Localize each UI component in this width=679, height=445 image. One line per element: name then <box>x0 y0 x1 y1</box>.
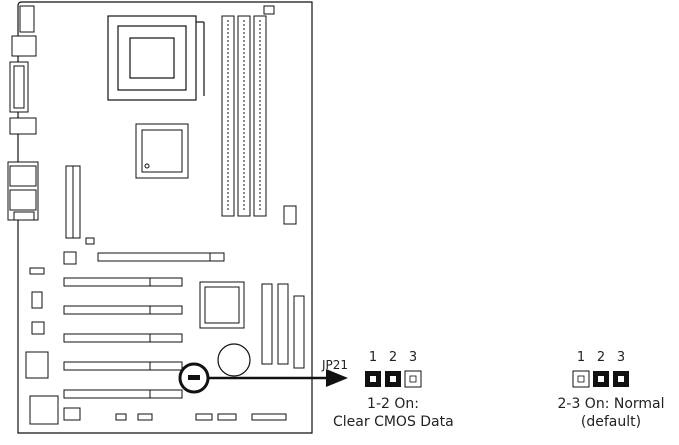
pin-3-label: 3 <box>408 350 418 365</box>
pin-2-label: 2 <box>388 350 398 365</box>
jumper-setting-2-3 <box>572 370 629 388</box>
jumper-id-label: JP21 <box>322 358 349 372</box>
setting-2-3-description: (default) <box>580 414 642 430</box>
agp-slot <box>97 252 225 262</box>
rear-io-connectors <box>7 5 39 221</box>
setting-2-3-title: 2-3 On: Normal <box>557 396 665 412</box>
setting-1-2-description: Clear CMOS Data <box>333 414 454 430</box>
pointer-arrow <box>208 369 348 387</box>
pci-slots <box>63 277 183 399</box>
cpu-socket <box>107 15 205 101</box>
jp21-location <box>188 375 200 380</box>
atx-power-connector <box>65 165 95 245</box>
pin-1-label-right: 1 <box>576 350 586 365</box>
southbridge-chip <box>199 281 245 329</box>
jumper-setting-1-2 <box>365 370 422 388</box>
motherboard-outline <box>17 1 313 434</box>
cmos-battery <box>217 343 251 377</box>
pin-1-label: 1 <box>368 350 378 365</box>
ide-connectors <box>261 283 305 369</box>
setting-1-2-title: 1-2 On: <box>367 396 419 412</box>
misc-headers <box>25 205 297 425</box>
pin-2-label-right: 2 <box>596 350 606 365</box>
northbridge-chip <box>135 123 189 179</box>
pin-3-label-right: 3 <box>616 350 626 365</box>
memory-slots <box>221 5 275 217</box>
